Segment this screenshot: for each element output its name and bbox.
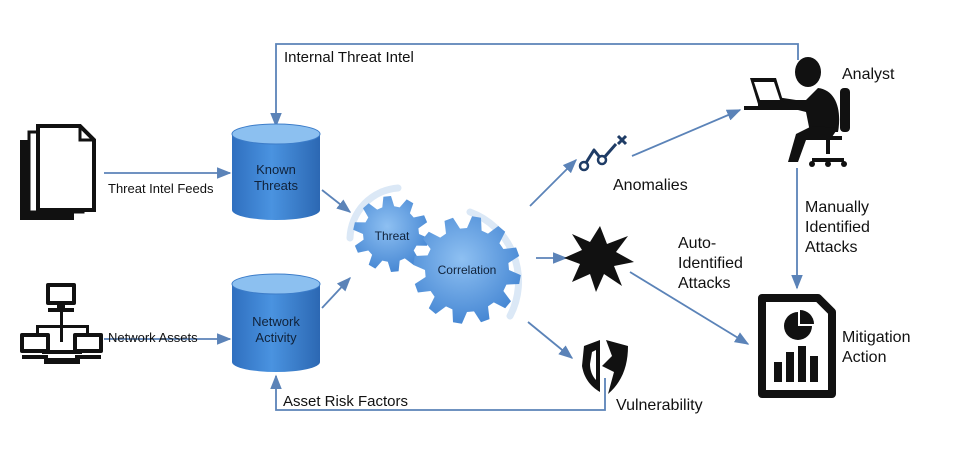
threat-gear-label: Threat	[375, 229, 410, 243]
analyst-label: Analyst	[842, 66, 895, 83]
edge-labels: Internal Threat Intel Threat Intel Feeds…	[108, 49, 870, 410]
label-network-assets: Network Assets	[108, 330, 198, 345]
edge-asset-risk-factors	[270, 374, 606, 411]
vulnerability-label: Vulnerability	[616, 397, 703, 414]
label-internal-threat-intel: Internal Threat Intel	[284, 49, 414, 66]
edge-known-to-threat	[321, 189, 352, 213]
label-threat-intel-feeds: Threat Intel Feeds	[108, 181, 214, 196]
correlation-gear-shape	[413, 216, 521, 324]
anomalies-label: Anomalies	[613, 177, 688, 194]
correlation-gear-label: Correlation	[438, 263, 497, 277]
explosion-icon	[564, 226, 634, 292]
edge-correlation-to-anomalies	[529, 158, 578, 207]
edge-correlation-to-vulnerability	[527, 321, 574, 359]
edges	[104, 43, 803, 411]
edge-internal-threat-intel	[270, 43, 799, 128]
network-icon	[20, 283, 103, 364]
broken-shield-icon	[582, 340, 628, 394]
report-icon	[758, 294, 836, 398]
correlation-gear: Correlation	[413, 216, 521, 324]
edge-network-to-threat	[321, 276, 351, 309]
label-asset-risk-factors: Asset Risk Factors	[283, 393, 408, 410]
threat-gear-shape	[353, 196, 429, 272]
edge-explosion-to-mitigation	[629, 271, 750, 345]
edge-anomalies-to-analyst	[631, 109, 742, 157]
documents-icon	[20, 124, 96, 220]
threat-gear: Threat	[353, 196, 429, 272]
analyst-icon	[744, 57, 850, 167]
anomaly-icon	[578, 134, 628, 172]
